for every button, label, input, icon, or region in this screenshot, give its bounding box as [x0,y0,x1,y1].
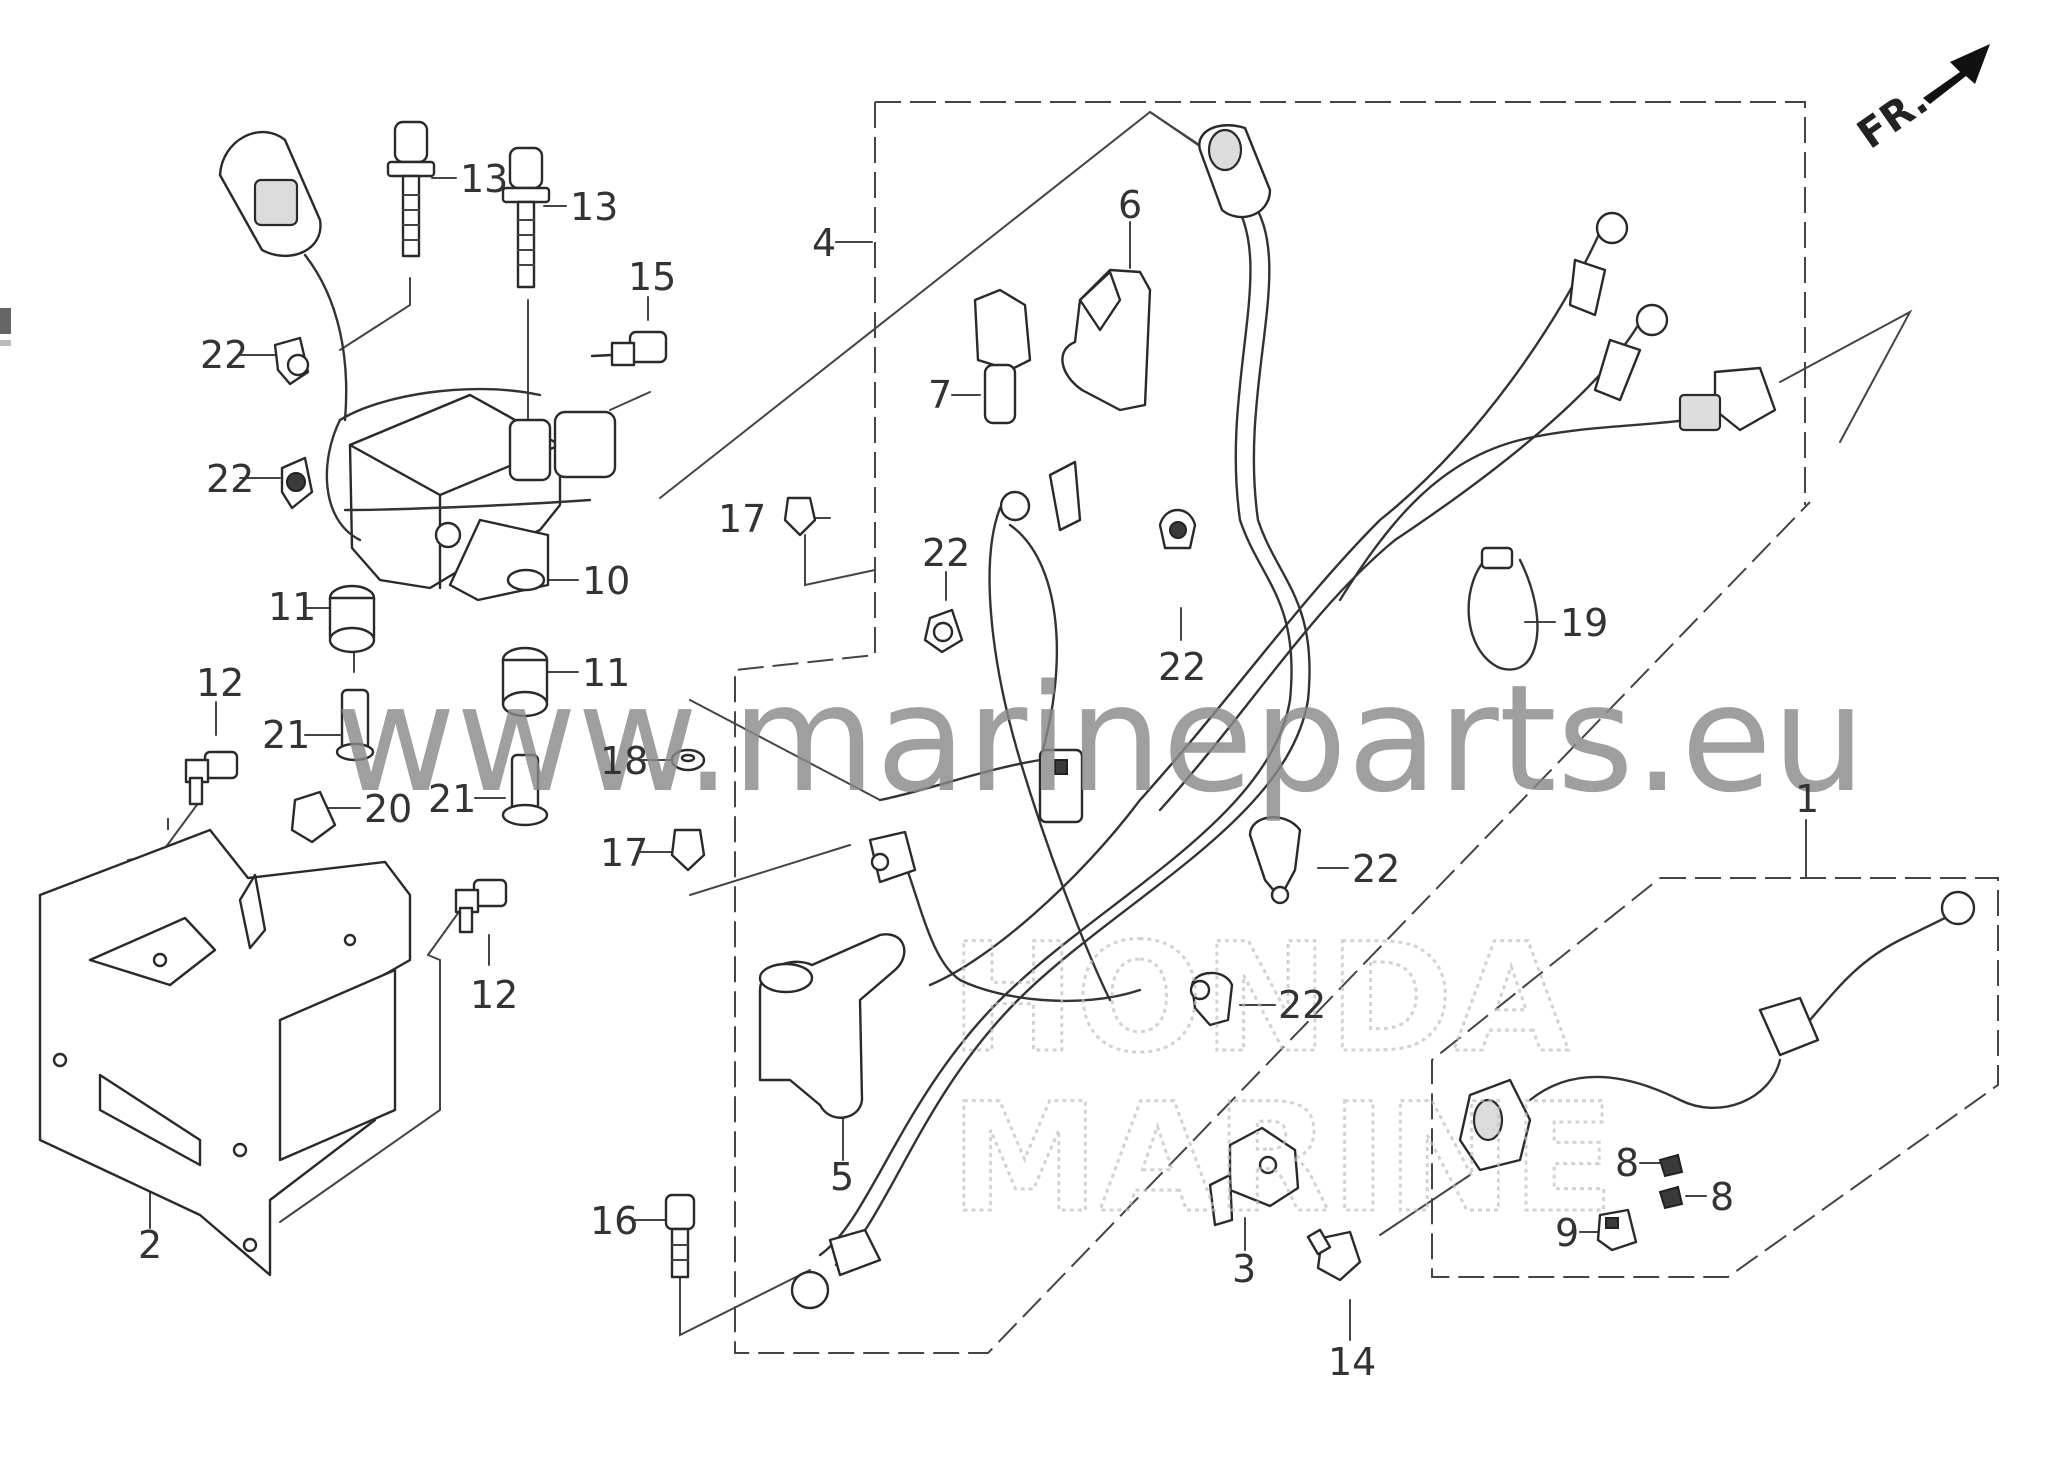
callout-11a: 11 [268,585,316,629]
connector-plug [218,130,348,422]
terminal-cover-6 [1061,268,1152,412]
callout-22e: 22 [1352,847,1400,891]
callout-22d: 22 [1158,645,1206,689]
terminal-boot-5 [758,933,906,1119]
callout-12b: 12 [470,973,518,1017]
terminal-cap-7 [973,288,1032,425]
callout-17a: 17 [718,497,766,541]
connector-9 [1596,1208,1638,1252]
callout-20: 20 [364,787,412,831]
callout-21a: 21 [262,713,310,757]
clip-20 [290,790,337,844]
band-19 [1467,546,1539,671]
wiring-harness [790,124,1777,1310]
callout-11b: 11 [582,651,630,695]
callout-15: 15 [628,255,676,299]
fr-label: FR. [1849,78,1936,158]
bolt-15 [590,330,668,367]
terminal-8a [1658,1153,1684,1178]
bolt-12a [184,750,239,806]
callout-22b: 22 [206,457,254,501]
callout-14: 14 [1328,1340,1376,1384]
grommet-11a [328,584,376,654]
bolt-16 [664,1193,696,1279]
watermark: www.marineparts.eu [335,653,1866,825]
fr-direction-arrow-icon: FR. [1849,44,1990,158]
callout-labels: 1 2 3 4 5 6 7 8 8 9 10 11 11 12 12 13 13… [138,157,1819,1384]
nut-17a [783,496,817,537]
callout-2: 2 [138,1223,162,1267]
clip-22a [273,336,310,386]
callout-1: 1 [1795,777,1819,821]
callout-4: 4 [812,221,836,265]
collar-21b [501,753,549,827]
callout-19: 19 [1560,601,1608,645]
brand-watermark-line2: MARINE [950,1072,1615,1246]
callout-22a: 22 [200,333,248,377]
callout-5: 5 [830,1155,854,1199]
ground-cable-1 [1458,890,1976,1172]
callout-10: 10 [582,559,630,603]
mounting-bracket [38,828,412,1277]
callout-3: 3 [1232,1247,1256,1291]
clip-22f [1189,971,1234,1027]
bolt-13a [386,120,436,258]
callout-21b: 21 [428,777,476,821]
clip-22e [1248,816,1302,905]
callout-6: 6 [1118,183,1142,227]
callout-22f: 22 [1278,983,1326,1027]
control-module [325,387,617,602]
clip-22b [280,456,314,510]
callout-22c: 22 [922,531,970,575]
bolt-13b [501,146,551,289]
bolt-12b [454,878,508,934]
collar-21a [335,688,375,762]
callout-7: 7 [928,373,952,417]
brand-watermark-line1: HONDA [950,912,1569,1086]
bracket-3 [1208,1126,1300,1227]
clip-22d [1158,508,1197,550]
grommet-11b [501,646,549,718]
terminal-8b [1658,1185,1684,1210]
callout-13b: 13 [570,185,618,229]
callout-16: 16 [590,1199,638,1243]
assembly-boundaries [167,101,1999,1354]
callout-8b: 8 [1710,1175,1734,1219]
nut-17b [670,828,706,872]
callout-9: 9 [1555,1211,1579,1255]
callout-17b: 17 [600,831,648,875]
callout-13a: 13 [460,157,508,201]
callout-8a: 8 [1615,1141,1639,1185]
bolt-14 [1306,1228,1362,1282]
callout-12a: 12 [196,661,244,705]
callout-18: 18 [600,739,648,783]
washer-18 [670,748,706,772]
edge-marker [0,308,11,334]
clip-22c [923,608,964,654]
